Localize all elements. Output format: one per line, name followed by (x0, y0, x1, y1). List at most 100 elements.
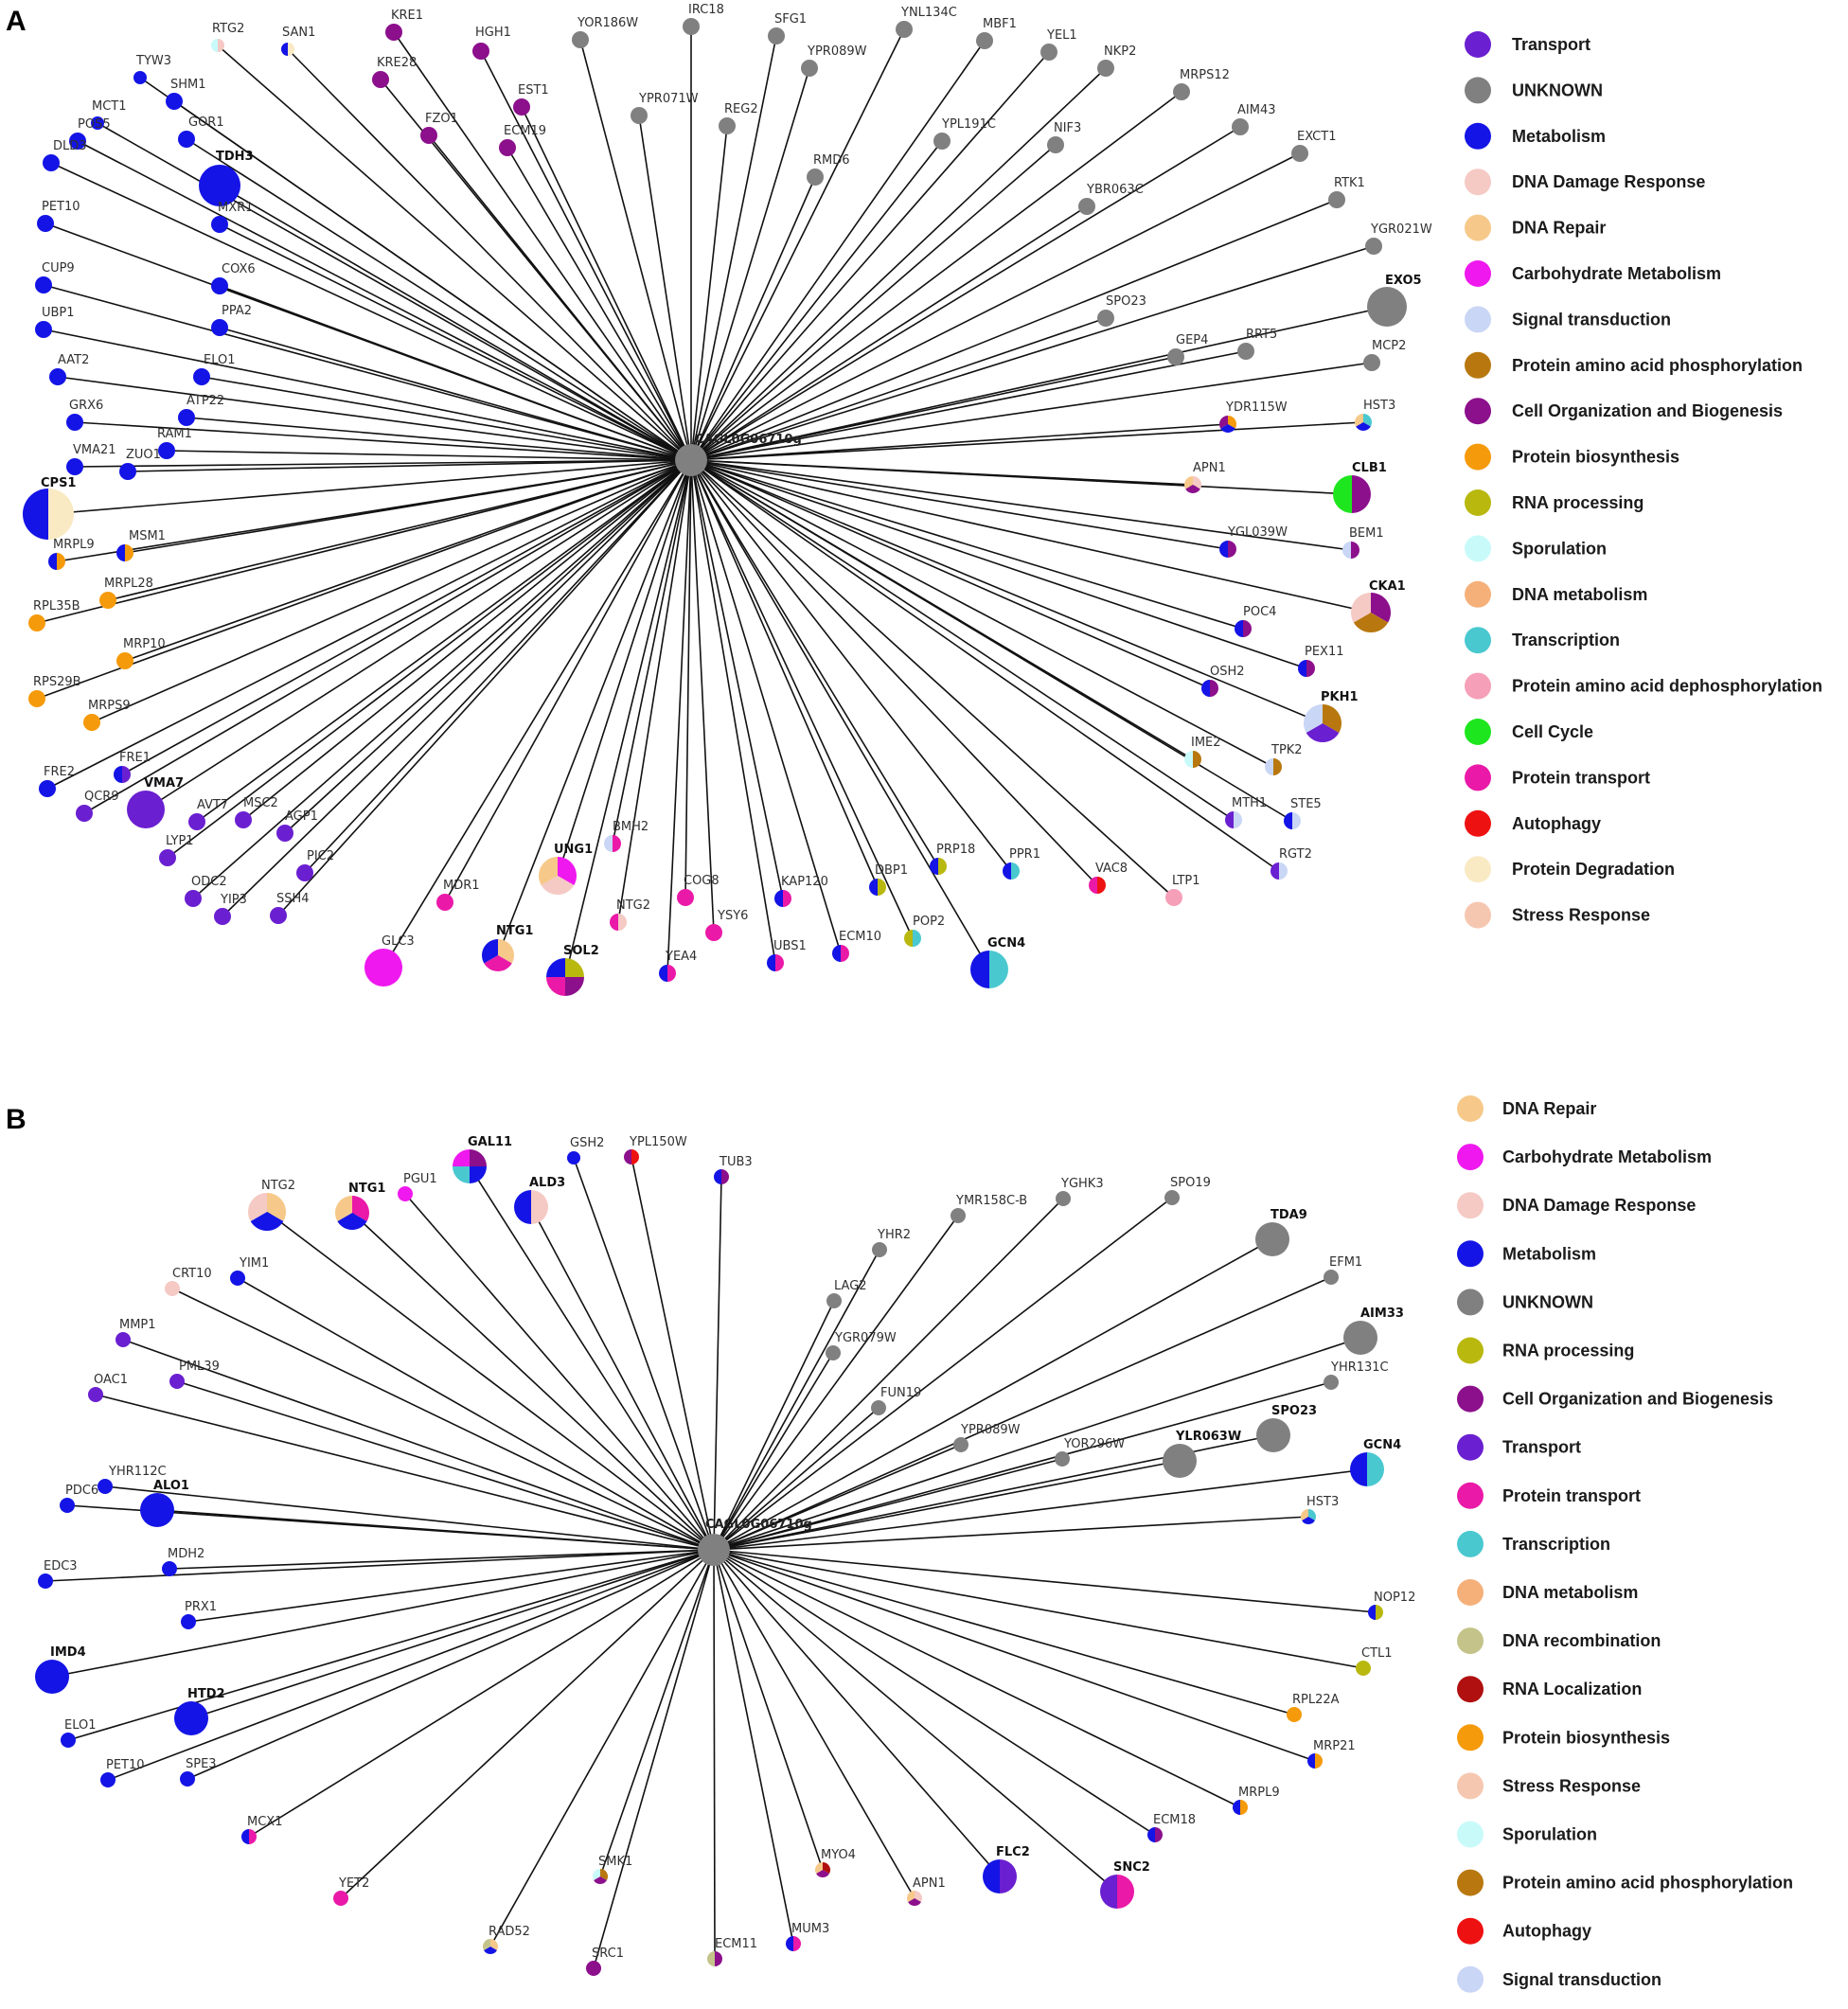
gene-node-mrpl9[interactable]: MRPL9 (48, 538, 95, 570)
gene-node-ntg2[interactable]: NTG2 (248, 1179, 295, 1231)
gene-node-pex11[interactable]: PEX11 (1298, 645, 1344, 677)
gene-node-yor296w[interactable]: YOR296W (1055, 1437, 1125, 1467)
gene-node-edc3[interactable]: EDC3 (38, 1559, 78, 1589)
gene-node-yhr2[interactable]: YHR2 (872, 1228, 911, 1257)
gene-node-san1[interactable]: SAN1 (281, 26, 315, 56)
gene-node-hst3[interactable]: HST3 (1300, 1495, 1339, 1525)
gene-node-ntg1[interactable]: NTG1 (482, 924, 533, 971)
gene-node-yel1[interactable]: YEL1 (1040, 28, 1077, 61)
gene-node-prx1[interactable]: PRX1 (181, 1600, 217, 1629)
gene-node-exo5[interactable]: EXO5 (1367, 274, 1422, 327)
gene-node-pos5[interactable]: POS5 (69, 117, 111, 150)
gene-node-nop12[interactable]: NOP12 (1368, 1591, 1415, 1620)
gene-node-ung1[interactable]: UNG1 (539, 843, 593, 895)
gene-node-rtg2[interactable]: RTG2 (211, 22, 244, 52)
gene-node-rad52[interactable]: RAD52 (482, 1925, 530, 1955)
gene-node-mrp10[interactable]: MRP10 (116, 637, 166, 669)
gene-node-mdr1[interactable]: MDR1 (436, 879, 480, 911)
gene-node-ppa2[interactable]: PPA2 (211, 304, 252, 336)
gene-node-spo23[interactable]: SPO23 (1097, 294, 1146, 327)
gene-node-ubs1[interactable]: UBS1 (767, 939, 807, 971)
gene-node-apn1[interactable]: APN1 (1184, 461, 1226, 493)
gene-node-yhr112c[interactable]: YHR112C (98, 1465, 167, 1494)
gene-node-yim1[interactable]: YIM1 (230, 1256, 269, 1286)
gene-node-mmp1[interactable]: MMP1 (116, 1318, 156, 1347)
gene-node-yea4[interactable]: YEA4 (659, 950, 697, 982)
gene-node-rps29b[interactable]: RPS29B (28, 675, 81, 707)
gene-node-alo1[interactable]: ALO1 (140, 1479, 189, 1527)
gene-node-gsh2[interactable]: GSH2 (567, 1136, 604, 1165)
gene-node-mcx1[interactable]: MCX1 (241, 1815, 282, 1844)
gene-node-msm1[interactable]: MSM1 (116, 529, 166, 561)
gene-node-yip3[interactable]: YIP3 (214, 893, 247, 925)
gene-node-ygr021w[interactable]: YGR021W (1365, 222, 1432, 255)
gene-node-rpl22a[interactable]: RPL22A (1287, 1693, 1340, 1722)
gene-node-tpk2[interactable]: TPK2 (1265, 743, 1303, 775)
gene-node-ssh4[interactable]: SSH4 (270, 892, 310, 924)
gene-node-mrpl9[interactable]: MRPL9 (1233, 1786, 1280, 1815)
gene-node-ltp1[interactable]: LTP1 (1165, 874, 1200, 906)
gene-node-mrpl28[interactable]: MRPL28 (99, 577, 153, 609)
gene-node-yet2[interactable]: YET2 (333, 1876, 369, 1906)
gene-node-fre1[interactable]: FRE1 (114, 751, 151, 783)
gene-node-ime2[interactable]: IME2 (1184, 736, 1221, 768)
gene-node-pop2[interactable]: POP2 (904, 915, 945, 947)
gene-node-pet10[interactable]: PET10 (37, 200, 80, 232)
gene-node-efm1[interactable]: EFM1 (1324, 1255, 1362, 1285)
gene-node-glc3[interactable]: GLC3 (364, 934, 415, 987)
gene-node-pgu1[interactable]: PGU1 (398, 1172, 437, 1201)
gene-node-dld3[interactable]: DLD3 (43, 139, 87, 171)
gene-node-mrps9[interactable]: MRPS9 (83, 699, 131, 731)
gene-node-fun19[interactable]: FUN19 (871, 1386, 921, 1415)
gene-node-est1[interactable]: EST1 (513, 83, 549, 116)
gene-node-rtk1[interactable]: RTK1 (1328, 176, 1365, 208)
gene-node-apn1[interactable]: APN1 (906, 1876, 946, 1907)
gene-node-reg2[interactable]: REG2 (719, 102, 758, 134)
gene-node-ymr158c-b[interactable]: YMR158C-B (951, 1194, 1027, 1223)
gene-node-smk1[interactable]: SMK1 (592, 1855, 632, 1885)
gene-node-nkp2[interactable]: NKP2 (1097, 44, 1136, 77)
gene-node-elo1[interactable]: ELO1 (61, 1718, 97, 1748)
gene-node-kre28[interactable]: KRE28 (372, 56, 417, 88)
gene-node-irc18[interactable]: IRC18 (683, 3, 724, 35)
gene-node-dbp1[interactable]: DBP1 (869, 863, 908, 896)
gene-node-vma7[interactable]: VMA7 (127, 776, 184, 828)
gene-node-cog8[interactable]: COG8 (677, 874, 720, 906)
gene-node-ntg1[interactable]: NTG1 (334, 1182, 385, 1231)
gene-node-cup9[interactable]: CUP9 (35, 261, 75, 293)
gene-node-pet10[interactable]: PET10 (100, 1758, 145, 1787)
gene-node-mum3[interactable]: MUM3 (786, 1922, 829, 1951)
gene-node-ecm10[interactable]: ECM10 (832, 930, 881, 962)
gene-node-ygr079w[interactable]: YGR079W (826, 1331, 897, 1360)
gene-node-osh2[interactable]: OSH2 (1201, 665, 1245, 697)
gene-node-zuo1[interactable]: ZUO1 (119, 448, 161, 480)
gene-node-ste5[interactable]: STE5 (1284, 797, 1322, 829)
gene-node-spo23[interactable]: SPO23 (1256, 1404, 1317, 1452)
gene-node-src1[interactable]: SRC1 (586, 1947, 624, 1976)
gene-node-rmd6[interactable]: RMD6 (807, 153, 850, 186)
gene-node-pml39[interactable]: PML39 (169, 1360, 220, 1389)
gene-node-gal11[interactable]: GAL11 (453, 1135, 512, 1183)
gene-node-ypl191c[interactable]: YPL191C (933, 117, 996, 150)
gene-node-yghk3[interactable]: YGHK3 (1056, 1177, 1104, 1206)
gene-node-ecm19[interactable]: ECM19 (499, 124, 546, 156)
gene-node-mct1[interactable]: MCT1 (91, 99, 127, 130)
gene-node-avt7[interactable]: AVT7 (188, 798, 228, 830)
gene-node-mrp21[interactable]: MRP21 (1307, 1739, 1356, 1769)
gene-node-yhr131c[interactable]: YHR131C (1324, 1360, 1389, 1390)
gene-node-gor1[interactable]: GOR1 (178, 116, 224, 148)
gene-node-yor186w[interactable]: YOR186W (572, 16, 638, 48)
gene-node-ecm11[interactable]: ECM11 (707, 1937, 757, 1966)
gene-node-gep4[interactable]: GEP4 (1167, 333, 1208, 365)
gene-node-ylr063w[interactable]: YLR063W (1163, 1430, 1241, 1478)
gene-node-rrt5[interactable]: RRT5 (1237, 328, 1277, 360)
gene-node-bem1[interactable]: BEM1 (1342, 526, 1384, 559)
gene-node-mcp2[interactable]: MCP2 (1363, 339, 1406, 371)
gene-node-fre2[interactable]: FRE2 (39, 765, 75, 797)
gene-node-rpl35b[interactable]: RPL35B (28, 599, 80, 631)
gene-node-ubp1[interactable]: UBP1 (35, 306, 75, 338)
gene-node-aim43[interactable]: AIM43 (1232, 103, 1276, 135)
gene-node-rgt2[interactable]: RGT2 (1270, 847, 1312, 880)
gene-node-spo19[interactable]: SPO19 (1164, 1176, 1211, 1205)
gene-node-sol2[interactable]: SOL2 (546, 944, 599, 996)
